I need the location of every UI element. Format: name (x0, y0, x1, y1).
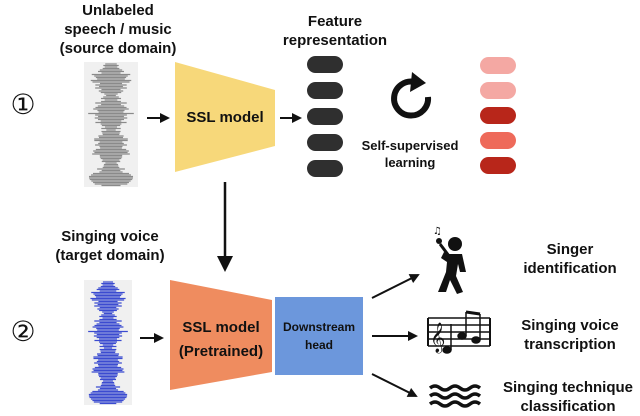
target-pill (480, 132, 516, 149)
task-1-line-2: identification (523, 260, 617, 277)
feature-pill (307, 82, 343, 99)
singer-icon: ♫ (433, 226, 466, 294)
task-singer-identification: Singer identification (500, 240, 640, 278)
feature-line-2: representation (282, 32, 388, 49)
ssl-model-block (175, 62, 275, 172)
ssl-model-pretrained-block (170, 280, 272, 390)
feature-pill (307, 160, 343, 177)
svg-text:𝄞: 𝄞 (430, 322, 445, 354)
feature-pill (307, 108, 343, 125)
target-waveform (88, 281, 128, 405)
source-line-3: (source domain) (59, 40, 177, 57)
task-2-line-1: Singing voice (521, 317, 619, 334)
target-pill (480, 157, 516, 174)
task-singing-voice-transcription: Singing voice transcription (500, 316, 640, 354)
feature-representation-label: Feature representation (265, 12, 405, 50)
head-line-1: Downstream (282, 320, 356, 334)
ssl-model-pretrained-label: SSL model (Pretrained) (166, 316, 276, 364)
downstream-head-block (275, 297, 363, 375)
target-pill (480, 82, 516, 99)
ssl-model-label: SSL model (186, 109, 264, 126)
source-domain-label: Unlabeled speech / music (source domain) (28, 1, 208, 58)
ssl-target-features (480, 57, 516, 174)
task-2-line-2: transcription (524, 336, 616, 353)
target-domain-label: Singing voice (target domain) (30, 227, 190, 265)
source-line-2: speech / music (64, 21, 172, 38)
head-line-2: head (304, 338, 333, 352)
music-score-icon: 𝄞 (427, 310, 491, 354)
target-pill (480, 57, 516, 74)
source-waveform (88, 63, 134, 187)
self-supervised-learning-label: Self-supervised learning (350, 137, 470, 171)
source-line-1: Unlabeled (82, 2, 154, 19)
ssl-line-2: learning (384, 155, 436, 170)
target-pill (480, 107, 516, 124)
model2-line-2: (Pretrained) (178, 343, 264, 360)
feature-pill (307, 134, 343, 151)
downstream-head-label: Downstream head (275, 318, 363, 354)
arrow-to-technique (371, 373, 418, 397)
target-line-2: (target domain) (55, 247, 165, 264)
feature-representation (307, 56, 343, 177)
feature-pill (307, 56, 343, 73)
arrow-to-singer-id (371, 274, 420, 299)
feature-line-1: Feature (307, 13, 363, 30)
waves-icon (428, 384, 482, 408)
stage-2-number: ② (10, 315, 36, 348)
task-singing-technique-classification: Singing technique classification (496, 378, 640, 416)
task-3-line-2: classification (520, 398, 616, 415)
stage-1-number: ① (10, 88, 36, 121)
task-1-line-1: Singer (546, 241, 594, 258)
model2-line-1: SSL model (182, 319, 260, 336)
target-line-1: Singing voice (61, 228, 159, 245)
ssl-line-1: Self-supervised (361, 138, 459, 153)
task-3-line-1: Singing technique (503, 379, 633, 396)
refresh-icon (391, 72, 432, 119)
svg-text:♫: ♫ (433, 226, 442, 237)
